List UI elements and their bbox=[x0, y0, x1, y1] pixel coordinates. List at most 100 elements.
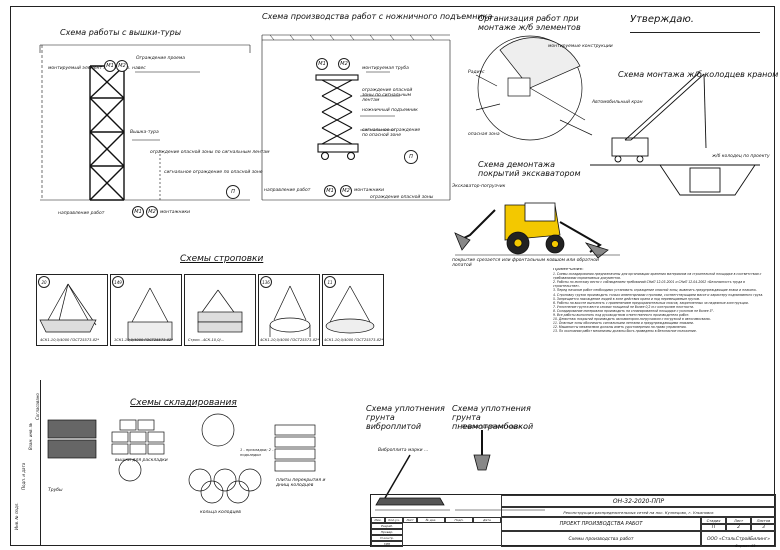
stamp-role: Провер. bbox=[371, 529, 403, 535]
storage-blocks-label: вышки для раскладки bbox=[115, 458, 168, 463]
tower-label-fence: Ограждение проема bbox=[136, 56, 185, 61]
stamp-sheets: 3 bbox=[751, 524, 776, 531]
soil-vibro-label: Виброплита марки ... bbox=[378, 448, 429, 453]
tower-label-name: Вышка-тура bbox=[130, 130, 159, 135]
sidebar-sign-label: Подп. и дата bbox=[21, 462, 26, 490]
stamp-sheet-title: Схемы производства работ bbox=[501, 531, 701, 547]
note-item: 10. Демонтаж покрытий производить экскав… bbox=[553, 317, 711, 322]
scissor-legend-m2: М2 bbox=[340, 185, 352, 197]
crane-scheme-title: Схема монтажа ж/б колодцев краном bbox=[618, 70, 779, 79]
soil-pneumo-title: Схема уплотнения грунта пневмотрамбовкой bbox=[452, 404, 534, 431]
scissor-label-signal: сигнальное ограждение по опасной зоне bbox=[362, 128, 421, 138]
tower-direction-label: направление работ bbox=[58, 211, 105, 216]
stamp-col: Кол.уч. bbox=[385, 517, 403, 523]
soil-vibro-title: Схема уплотнения грунта виброплитой bbox=[366, 404, 445, 431]
tower-legend-m2: М2 bbox=[146, 206, 158, 218]
tower-legend-text: монтажники bbox=[160, 210, 191, 215]
stamp-company: ООО «СтальСтройБилинг» bbox=[701, 531, 776, 547]
storage-title: Схемы складирования bbox=[130, 398, 237, 408]
sling-box-4 bbox=[258, 274, 320, 346]
scissor-label-danger2: ограждение опасной зоны bbox=[370, 195, 434, 200]
scissor-marker-p: П bbox=[404, 150, 418, 164]
tower-marker-p: П bbox=[226, 185, 240, 199]
sling-num-5: 11 bbox=[324, 276, 336, 288]
note-item: 6. Работы на высоте выполнять с применен… bbox=[553, 300, 749, 305]
stamp-col: Лист bbox=[403, 517, 417, 523]
scissor-direction-label: направление работ bbox=[264, 188, 311, 193]
note-item: 7. Уплотнение грунта вести слоями толщин… bbox=[553, 304, 695, 309]
rc-label-crane: монтируемые конструкции bbox=[548, 44, 613, 49]
note-item: 11. Опасные зоны обозначить сигнальными … bbox=[553, 321, 694, 326]
stamp-col: № док. bbox=[417, 517, 445, 523]
scissor-scheme-title: Схема производства работ с ножничного по… bbox=[262, 12, 493, 21]
sling-num-1: 20 bbox=[38, 276, 50, 288]
sheet-frame bbox=[10, 6, 775, 546]
sidebar-agreed-label: Согласовано bbox=[35, 393, 40, 420]
sling-num-2: 149 bbox=[112, 276, 124, 288]
note-item: 2. Работы по монтажу вести с соблюдением… bbox=[553, 280, 745, 289]
exc-label-note: покрытие срезается или фронтальным ковшо… bbox=[452, 258, 599, 268]
note-item: 1. Схемы складирования предназначены для… bbox=[553, 272, 762, 281]
sling-box-3 bbox=[184, 274, 256, 346]
approve-line bbox=[630, 32, 760, 33]
scissor-legend-m1: М1 bbox=[324, 185, 336, 197]
scissor-legend-text: монтажники bbox=[354, 188, 385, 193]
storage-rings-label: кольца колодцев bbox=[200, 510, 241, 515]
tower-marker-m1: М1 bbox=[104, 60, 116, 72]
slinging-title: Схемы строповки bbox=[180, 254, 264, 264]
stamp-col: Изм. bbox=[371, 517, 385, 523]
soil-pneumo-label: Пневмотрамбовка марки ... bbox=[462, 425, 527, 430]
scissor-marker-m1: М1 bbox=[316, 58, 328, 70]
rc-label-radius: Радиус bbox=[468, 70, 485, 75]
storage-note: 1 - прокладки; 2 - подкладки bbox=[240, 448, 274, 457]
rc-org-title: Организация работ при монтаже ж/б элемен… bbox=[478, 14, 581, 32]
sling-code-5: 4СК1-10,0/4000 ГОСТ25573-82* bbox=[324, 338, 384, 342]
sling-num-4: 136 bbox=[260, 276, 272, 288]
stamp-role: Разраб. bbox=[371, 523, 403, 529]
scissor-label-danger: ограждение опасной зоны по сигнальным ле… bbox=[362, 88, 413, 103]
stamp-role: ГИП bbox=[371, 541, 403, 547]
note-item: 9. Все работы выполнять под руководством… bbox=[553, 313, 690, 318]
stamp-sheets-hdr: Листов bbox=[751, 517, 776, 524]
note-item: 4. Строповку грузов производить только и… bbox=[553, 292, 764, 297]
sling-code-1: 4СК1-10,0/4000 ГОСТ25573-82* bbox=[40, 338, 100, 342]
tower-legend-m1: М1 bbox=[132, 206, 144, 218]
stamp-col: Дата bbox=[473, 517, 501, 523]
sling-code-4: 4СК1-10,0/4000 ГОСТ25573-82* bbox=[260, 338, 320, 342]
approve-title: Утверждаю. bbox=[630, 14, 694, 25]
crane-label-name: Автомобильный кран bbox=[592, 100, 643, 105]
demolition-title: Схема демонтажа покрытий экскаватором bbox=[478, 160, 581, 178]
scissor-marker-m2: М2 bbox=[338, 58, 350, 70]
left-strip bbox=[10, 380, 41, 546]
note-item: 5. Запрещается нахождение людей в зоне д… bbox=[553, 296, 701, 301]
storage-pipes-label: Трубы bbox=[48, 488, 63, 493]
note-item: 3. Перед началом работ необходимо устано… bbox=[553, 288, 757, 293]
stamp-sheet-hdr: Лист bbox=[726, 517, 751, 524]
stamp-object: Реконструкция распределительных сетей на… bbox=[501, 507, 776, 517]
sidebar-labels: Инв. № подл. Подп. и дата Взам. инв. № С… bbox=[12, 380, 40, 546]
tower-label-danger: ограждение опасной зоны по сигнальным ле… bbox=[150, 150, 270, 155]
tower-label-signal: сигнальное ограждение по опасной зоне bbox=[164, 170, 263, 175]
stamp-format: Формат А3 bbox=[735, 544, 756, 548]
crane-label-well: ж/б колодец по проекту bbox=[712, 154, 770, 159]
stamp-stage: П bbox=[701, 524, 726, 531]
stamp-doc-code: ОН-32-2020-ППР bbox=[501, 495, 776, 507]
rc-label-zone: опасная зона bbox=[468, 132, 500, 137]
stamp-col: Подп. bbox=[445, 517, 473, 523]
tower-scheme-title: Схема работы с вышки-туры bbox=[60, 28, 182, 37]
note-item: 13. По окончании работ механизмы должны … bbox=[553, 329, 697, 334]
note-item: 8. Складирование материалов производить … bbox=[553, 308, 715, 313]
sidebar-inv-label: Инв. № подл. bbox=[14, 502, 19, 530]
scissor-label-elem: монтируемая труба bbox=[362, 66, 409, 71]
notes-block: Примечание: 1. Схемы складирования предн… bbox=[553, 268, 771, 496]
sling-box-1 bbox=[36, 274, 108, 346]
scissor-label-lift: ножничный подъемник bbox=[362, 108, 418, 113]
stamp-role: Н.контр. bbox=[371, 535, 403, 541]
exc-label-name: Экскаватор-погрузчик bbox=[452, 184, 506, 189]
stamp-sheet: 2 bbox=[726, 524, 751, 531]
sling-code-3: Строп...4СК-10,0/... bbox=[188, 338, 225, 342]
sling-code-2: 1СК1-10,0/4000 ГОСТ25573-82* bbox=[114, 338, 174, 342]
sidebar-replace-label: Взам. инв. № bbox=[28, 422, 33, 450]
tower-label-element: монтируемый элемент конст., огр. навес bbox=[48, 66, 146, 71]
sling-box-5 bbox=[322, 274, 384, 346]
